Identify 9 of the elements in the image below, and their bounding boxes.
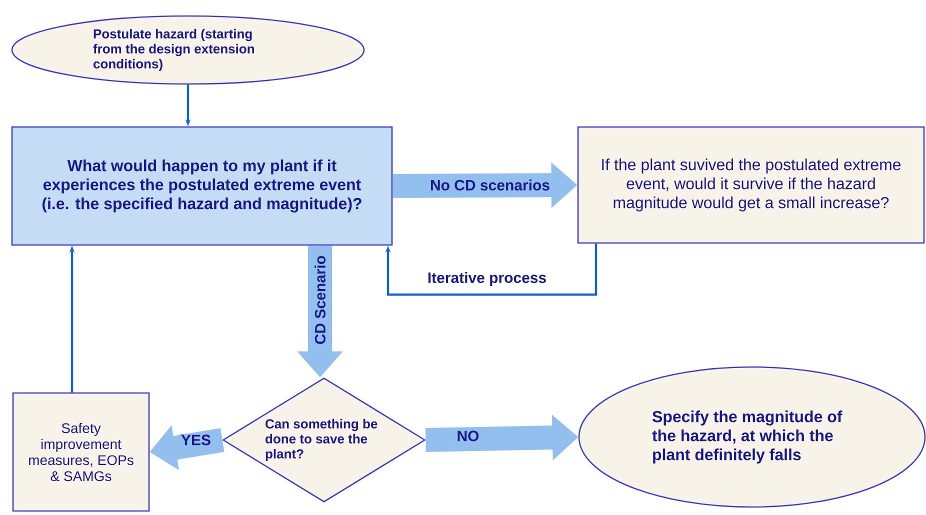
process-box: What would happen to my plant if it experiences the postulated extreme event (i.e. the specified hazard and magnitude)? <box>11 126 393 246</box>
edge-label: Iterative process <box>428 272 546 286</box>
process-box: If the plant suvived the postulated extreme event, would it survive if the hazard magnitude would get a small increase? <box>577 126 925 244</box>
process-box: Safety improvement measures, EOPs & SAMGs <box>12 392 150 512</box>
edge-label: YES <box>181 434 210 446</box>
edge-label: NO <box>458 430 479 442</box>
edge-label: CD Scenario <box>314 256 326 344</box>
edge-label: No CD scenarios <box>431 180 550 190</box>
arrow <box>385 244 598 296</box>
